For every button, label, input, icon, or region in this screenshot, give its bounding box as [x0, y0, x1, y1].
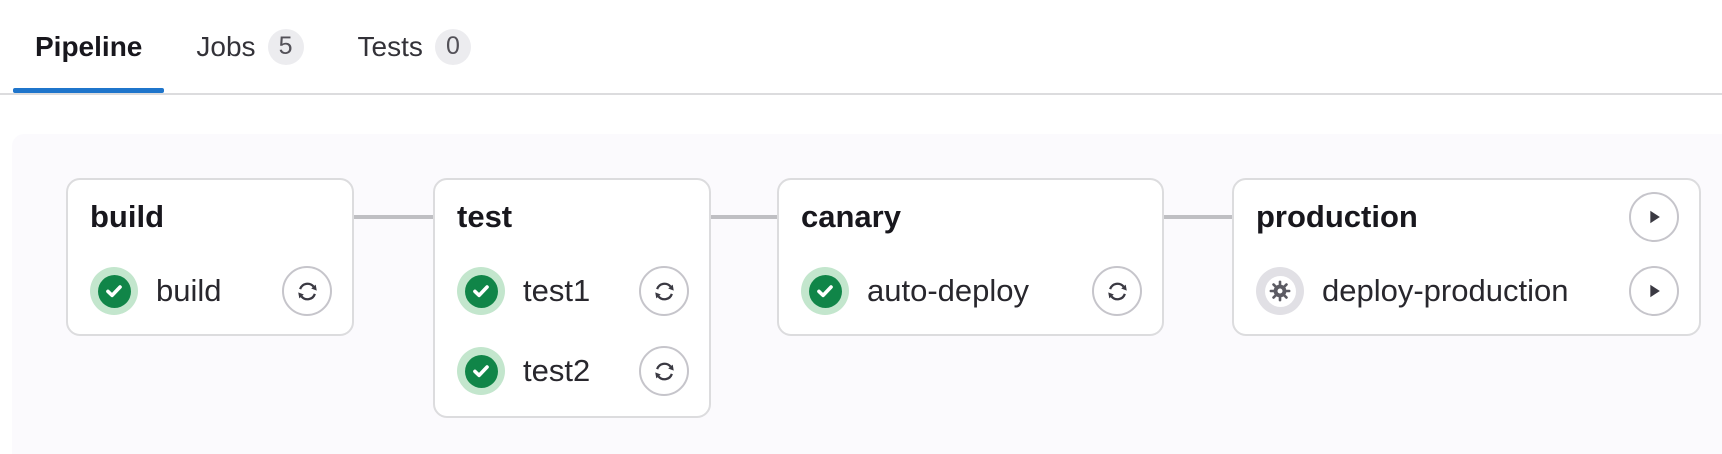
tab-jobs-label: Jobs: [196, 30, 256, 62]
tests-count-badge: 0: [434, 28, 471, 65]
stage-connector: [350, 215, 436, 219]
stage-card-canary: canary auto-deploy: [777, 178, 1164, 336]
stage-play-all-button[interactable]: [1629, 192, 1679, 242]
job-retry-button[interactable]: [282, 266, 332, 316]
jobs-count-badge: 5: [267, 28, 304, 65]
tab-tests[interactable]: Tests 0: [336, 0, 493, 93]
status-manual-icon: [1256, 267, 1304, 315]
retry-icon: [654, 362, 674, 380]
job-play-button[interactable]: [1629, 266, 1679, 316]
job-name[interactable]: auto-deploy: [867, 273, 1030, 308]
status-success-icon: [801, 267, 849, 315]
tab-pipeline-label: Pipeline: [35, 30, 143, 62]
job-row[interactable]: test2: [457, 346, 689, 396]
check-icon: [106, 285, 122, 298]
retry-icon: [654, 282, 674, 300]
status-success-icon: [90, 267, 138, 315]
job-name[interactable]: test1: [523, 273, 591, 308]
check-icon: [817, 285, 833, 298]
gear-icon: [1269, 280, 1291, 302]
job-retry-button[interactable]: [639, 266, 689, 316]
stage-title: production: [1256, 199, 1418, 234]
stage-connector: [706, 215, 780, 219]
play-icon: [1650, 284, 1660, 298]
job-retry-button[interactable]: [639, 346, 689, 396]
stage-title: test: [457, 199, 513, 234]
job-row[interactable]: deploy-production: [1256, 266, 1679, 316]
job-name[interactable]: test2: [523, 353, 591, 388]
stage-card-test: test test1: [433, 178, 711, 418]
retry-icon: [1107, 282, 1127, 300]
job-name[interactable]: build: [156, 273, 222, 308]
retry-icon: [297, 282, 317, 300]
tab-pipeline[interactable]: Pipeline: [13, 0, 165, 93]
job-row[interactable]: build: [90, 266, 332, 316]
stage-header: canary: [801, 193, 1142, 241]
job-row[interactable]: auto-deploy: [801, 266, 1142, 316]
stage-header: build: [90, 193, 332, 241]
status-success-icon: [457, 267, 505, 315]
job-retry-button[interactable]: [1092, 266, 1142, 316]
stage-header: production: [1256, 192, 1679, 242]
tab-bar: Pipeline Jobs 5 Tests 0: [0, 0, 1722, 95]
stage-card-build: build build: [66, 178, 354, 336]
play-icon: [1650, 210, 1660, 224]
stage-title: canary: [801, 199, 901, 234]
tab-jobs[interactable]: Jobs 5: [174, 0, 325, 93]
check-icon: [473, 285, 489, 298]
stage-header: test: [457, 193, 689, 241]
job-row[interactable]: test1: [457, 266, 689, 316]
check-icon: [473, 365, 489, 378]
stage-card-production: production: [1232, 178, 1701, 336]
status-success-icon: [457, 347, 505, 395]
job-name[interactable]: deploy-production: [1322, 273, 1569, 308]
stage-connector: [1160, 215, 1235, 219]
tab-tests-label: Tests: [357, 30, 423, 62]
stage-title: build: [90, 199, 165, 234]
